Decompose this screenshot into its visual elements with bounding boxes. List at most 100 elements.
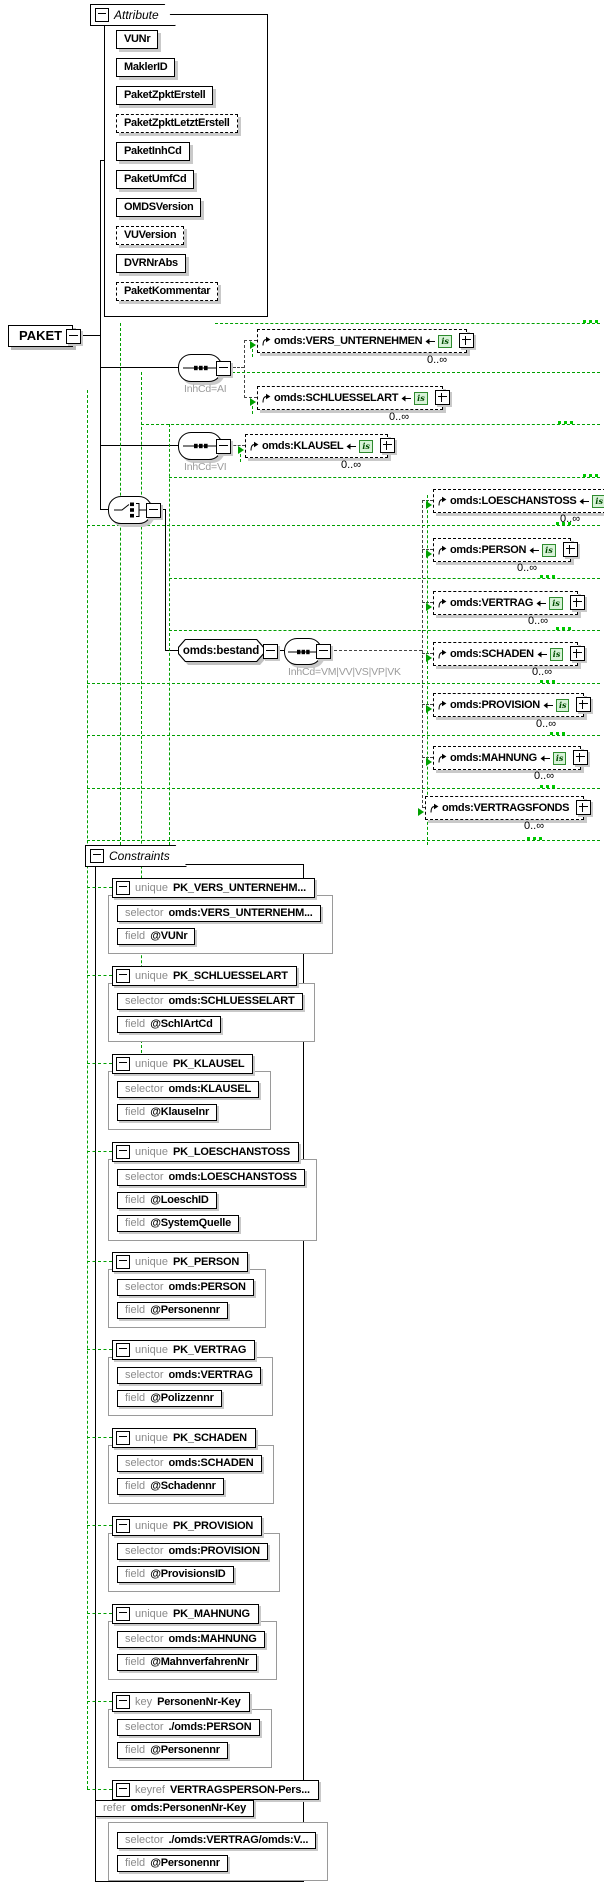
element-omds-loeschanstoss[interactable]: omds:LOESCHANSTOSS is [433, 489, 604, 513]
expand-icon[interactable] [458, 333, 474, 348]
field-label: field [125, 1106, 146, 1118]
choice-connector[interactable] [108, 496, 152, 524]
element-omds-person[interactable]: omds:PERSON is [433, 538, 578, 562]
attribute-paketkommentar[interactable]: PaketKommentar [116, 282, 219, 301]
constraint-unique-pk-provision[interactable]: unique PK_PROVISION [112, 1516, 263, 1536]
attribute-paketinhcd[interactable]: PaketInhCd [116, 142, 190, 161]
collapse-icon[interactable] [116, 1343, 130, 1357]
constraint-field-row[interactable]: field@Schadennr [117, 1478, 224, 1495]
expand-icon[interactable] [562, 542, 578, 557]
attribute-panel-tab[interactable]: Attribute [90, 4, 176, 26]
constraint-unique-pk-person[interactable]: unique PK_PERSON [112, 1252, 249, 1272]
constraint-unique-pk-klausel[interactable]: unique PK_KLAUSEL [112, 1054, 254, 1074]
expand-icon[interactable] [569, 595, 585, 610]
expand-icon[interactable] [573, 750, 589, 765]
constraint-unique-pk-schluesselart[interactable]: unique PK_SCHLUESSELART [112, 966, 297, 986]
attribute-paketumfcd[interactable]: PaketUmfCd [116, 170, 195, 189]
element-omds-provision[interactable]: omds:PROVISION is [433, 693, 592, 717]
constraint-field-row[interactable]: field@ProvisionsID [117, 1566, 234, 1583]
collapse-icon[interactable] [66, 329, 81, 344]
element-omds-schaden[interactable]: omds:SCHADEN is [433, 642, 586, 666]
green-dots [583, 474, 599, 477]
sequence-connector-ai[interactable] [178, 354, 222, 382]
element-omds-vertragsfonds[interactable]: omds:VERTRAGSFONDS [425, 796, 592, 820]
collapse-icon[interactable] [95, 8, 109, 22]
attribute-vuversion[interactable]: VUVersion [116, 226, 185, 245]
collapse-icon[interactable] [116, 1057, 130, 1071]
collapse-icon[interactable] [116, 1607, 130, 1621]
collapse-icon[interactable] [263, 644, 278, 659]
collapse-icon[interactable] [116, 1255, 130, 1269]
element-omds-schluesselart[interactable]: omds:SCHLUESSELART is [257, 386, 450, 410]
field-label: field [125, 1392, 146, 1404]
constraint-field-row[interactable]: field@SystemQuelle [117, 1215, 240, 1232]
collapse-icon[interactable] [216, 361, 231, 376]
expand-icon[interactable] [570, 646, 586, 661]
expand-icon[interactable] [379, 438, 395, 453]
constraint-refer-row[interactable]: refer omds:PersonenNr-Key [95, 1800, 255, 1817]
collapse-icon[interactable] [116, 1431, 130, 1445]
attribute-vunr[interactable]: VUNr [116, 30, 159, 49]
collapse-icon[interactable] [116, 1519, 130, 1533]
expand-icon[interactable] [576, 800, 592, 815]
element-omds-vers-unternehmen[interactable]: omds:VERS_UNTERNEHMEN is [257, 329, 474, 353]
green-ref-arrow-icon [238, 446, 244, 454]
constraint-field-row[interactable]: field@MahnverfahrenNr [117, 1654, 257, 1671]
ref-badge: is [414, 391, 428, 405]
constraint-unique-pk-vers-unternehmen[interactable]: unique PK_VERS_UNTERNEHM... [112, 878, 315, 898]
constraint-unique-pk-loeschanstoss[interactable]: unique PK_LOESCHANSTOSS [112, 1142, 300, 1162]
constraint-keyref-vertragsperson[interactable]: keyref VERTRAGSPERSON-Pers... [112, 1780, 319, 1800]
constraint-selector-row[interactable]: selector./omds:VERTRAG/omds:V... [117, 1832, 317, 1849]
constraint-field-row[interactable]: field@LoeschID [117, 1192, 217, 1209]
collapse-icon[interactable] [116, 1145, 130, 1159]
attribute-paketzpktletzterstell[interactable]: PaketZpktLetztErstell [116, 114, 238, 133]
collapse-icon[interactable] [116, 1783, 130, 1797]
constraint-field-row[interactable]: field@Personennr [117, 1742, 228, 1759]
constraint-field-row[interactable]: field@SchlArtCd [117, 1016, 221, 1033]
attribute-maklerid[interactable]: MaklerID [116, 58, 176, 77]
constraint-selector-row[interactable]: selector./omds:PERSON [117, 1719, 260, 1736]
constraint-field-row[interactable]: field@Klauselnr [117, 1104, 218, 1121]
constraint-field-row[interactable]: field@Personennr [117, 1302, 228, 1319]
constraint-field-row[interactable]: field@Polizzennr [117, 1390, 222, 1407]
attribute-label: VUVersion [124, 229, 177, 241]
constraint-link-line [169, 424, 170, 845]
root-element-paket[interactable]: PAKET [8, 325, 74, 347]
attribute-paketzpkterstell[interactable]: PaketZpktErstell [116, 86, 214, 105]
collapse-icon[interactable] [116, 1695, 130, 1709]
collapse-icon[interactable] [116, 881, 130, 895]
element-omds-bestand[interactable]: omds:bestand [178, 639, 264, 662]
element-omds-klausel[interactable]: omds:KLAUSEL is [245, 434, 395, 458]
constraint-unique-pk-mahnung[interactable]: unique PK_MAHNUNG [112, 1604, 259, 1624]
collapse-icon[interactable] [90, 849, 104, 863]
constraint-unique-pk-schaden[interactable]: unique PK_SCHADEN [112, 1428, 256, 1448]
constraints-panel-tab[interactable]: Constraints [85, 845, 187, 867]
attribute-omdsversion[interactable]: OMDSVersion [116, 198, 202, 217]
constraint-key-personennr-key[interactable]: key PersonenNr-Key [112, 1692, 250, 1712]
expand-icon[interactable] [576, 697, 592, 712]
expand-icon[interactable] [434, 390, 450, 405]
collapse-icon[interactable] [216, 439, 231, 454]
attribute-dvrnrabs[interactable]: DVRNrAbs [116, 254, 186, 273]
tree-line [165, 650, 178, 651]
field-label: field [125, 1018, 146, 1030]
collapse-icon[interactable] [116, 969, 130, 983]
constraint-field-row[interactable]: field@VUNr [117, 928, 196, 945]
constraint-field-row[interactable]: field@Personennr [117, 1855, 228, 1872]
element-omds-mahnung[interactable]: omds:MAHNUNG is [433, 746, 589, 770]
field-label: field [125, 930, 146, 942]
constraint-unique-pk-vertrag[interactable]: unique PK_VERTRAG [112, 1340, 256, 1360]
collapse-icon[interactable] [316, 644, 331, 659]
element-omds-vertrag[interactable]: omds:VERTRAG is [433, 591, 585, 615]
collapse-icon[interactable] [146, 503, 161, 518]
